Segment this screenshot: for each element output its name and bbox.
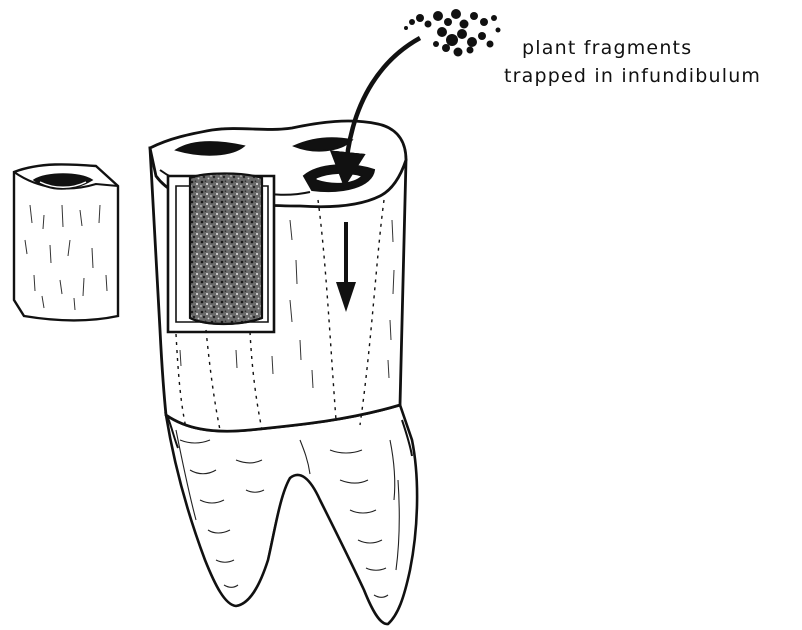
plant-fragments-cluster xyxy=(404,9,501,57)
annotation-line-1: plant fragments xyxy=(522,37,692,59)
annotation-line-2: trapped in infundibulum xyxy=(504,65,761,87)
tooth-crown xyxy=(150,121,406,431)
molar-tooth xyxy=(150,121,417,624)
annotation-label: plant fragments trapped in infundibulum xyxy=(504,37,761,87)
dentine-block-cutout xyxy=(14,164,118,320)
tooth-roots xyxy=(166,405,417,624)
infundibulum-cutaway xyxy=(168,174,274,333)
